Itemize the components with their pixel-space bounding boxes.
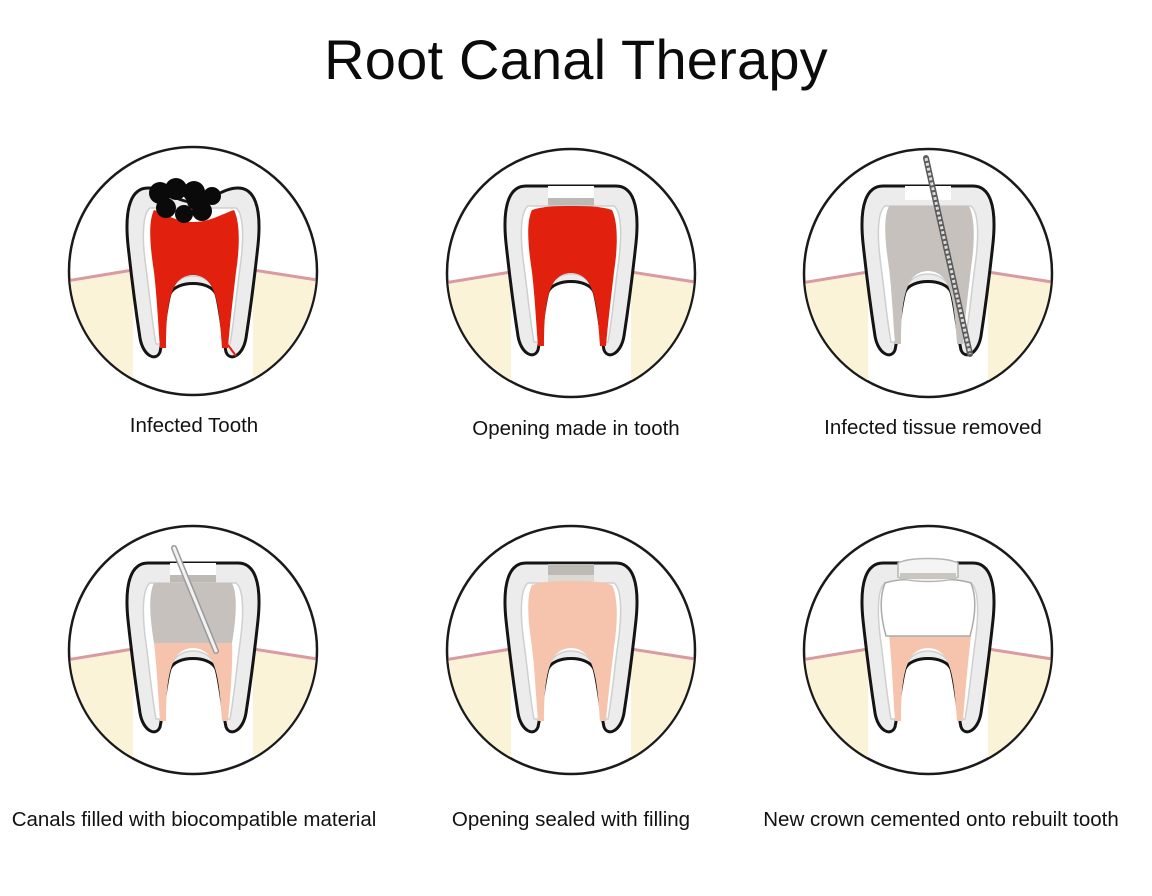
decay-cavity [149, 178, 221, 223]
access-opening [905, 186, 951, 200]
endodontic-file-tool [923, 155, 973, 357]
cleaned-pulp-chamber [150, 583, 236, 643]
infected-pulp [150, 210, 239, 348]
sealing-filling [548, 564, 594, 575]
filled-root-canals [889, 635, 971, 721]
new-crown [880, 578, 976, 637]
step-label: Opening made in tooth [472, 417, 680, 440]
step-label: Infected tissue removed [824, 416, 1042, 439]
access-opening [548, 186, 594, 200]
filling-instrument [171, 545, 219, 654]
cleaned-pulp-chamber [885, 206, 974, 344]
filled-pulp-chamber [528, 581, 617, 721]
step-label: New crown cemented onto rebuilt tooth [763, 808, 1119, 831]
step-label: Infected Tooth [129, 414, 259, 437]
infected-pulp [528, 206, 617, 346]
step-label: Opening sealed with filling [451, 808, 691, 831]
step-label: Canals filled with biocompatible materia… [11, 808, 377, 831]
page-title: Root Canal Therapy [324, 28, 828, 91]
filled-root-canals [154, 643, 233, 721]
